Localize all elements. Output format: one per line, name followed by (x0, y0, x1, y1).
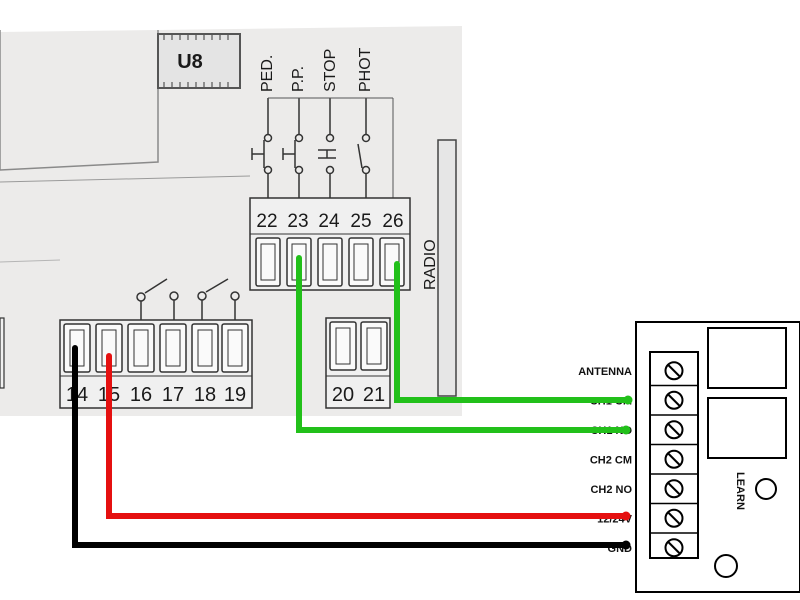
wire-end-dot (621, 540, 631, 550)
chip-label: U8 (177, 51, 203, 73)
terminal-25-label: 25 (350, 211, 371, 232)
switch-ped (251, 98, 273, 198)
wire-ch1-no-green (296, 258, 626, 433)
terminal-21-label: 21 (363, 384, 385, 406)
terminal-16-label: 16 (130, 384, 152, 406)
terminal-23-label: 23 (287, 211, 308, 232)
board-trace (0, 259, 61, 263)
wire-gnd-black (72, 348, 626, 548)
radio-slot: RADIO (422, 139, 457, 397)
terminal-24-label: 24 (318, 211, 340, 232)
label-phot: PHOT (357, 47, 374, 92)
board-panel-outline (0, 30, 159, 171)
terminal-18-label: 18 (194, 384, 216, 406)
switch-phot (357, 98, 371, 198)
wire-ch1-cm-green (394, 264, 628, 403)
wire-start-dot (72, 345, 78, 351)
terminal-26-label: 26 (382, 211, 403, 232)
switch-pp (282, 98, 304, 198)
terminal-block-bottom-right: 20 21 (325, 317, 391, 409)
label-ped: PED. (259, 55, 276, 92)
relay-contacts (136, 278, 240, 320)
terminal-19-label: 19 (224, 384, 246, 406)
label-stop: STOP (322, 49, 339, 92)
board-trace (0, 175, 251, 183)
switch-stop (318, 98, 336, 198)
switch-symbols (251, 97, 394, 198)
wire-start-dot (296, 255, 302, 261)
wire-12-24v-red (106, 356, 626, 519)
terminal-block-bottom-left: 14 15 16 17 18 19 (59, 319, 253, 409)
mount-hole (714, 554, 738, 578)
terminal-17-label: 17 (162, 384, 184, 406)
wire-start-dot (106, 353, 112, 359)
u8-chip: U8 (157, 33, 241, 89)
terminal-22-label: 22 (256, 211, 277, 232)
module-pin-label: CH2 CM (590, 454, 632, 466)
wire-end-dot (623, 395, 633, 405)
terminal-block-top: 22 23 24 25 26 (249, 197, 411, 291)
learn-button[interactable] (755, 478, 777, 500)
wire-start-dot (394, 261, 400, 267)
learn-label: LEARN (734, 472, 746, 510)
module-pin-label: CH2 NO (590, 484, 632, 496)
terminal-20-label: 20 (332, 384, 354, 406)
wire-end-dot (621, 425, 631, 435)
label-pp: P.P. (290, 66, 307, 92)
wires (72, 255, 633, 550)
module-pin-antenna: ANTENNA (578, 361, 684, 381)
module-pin-ch2-cm: CH2 CM (590, 443, 698, 469)
wire-end-dot (621, 511, 631, 521)
module-pin-ch2-no: CH2 NO (590, 473, 698, 499)
module-pin-label: ANTENNA (578, 366, 632, 378)
terminal-edge (0, 317, 5, 389)
radio-label: RADIO (422, 239, 439, 290)
